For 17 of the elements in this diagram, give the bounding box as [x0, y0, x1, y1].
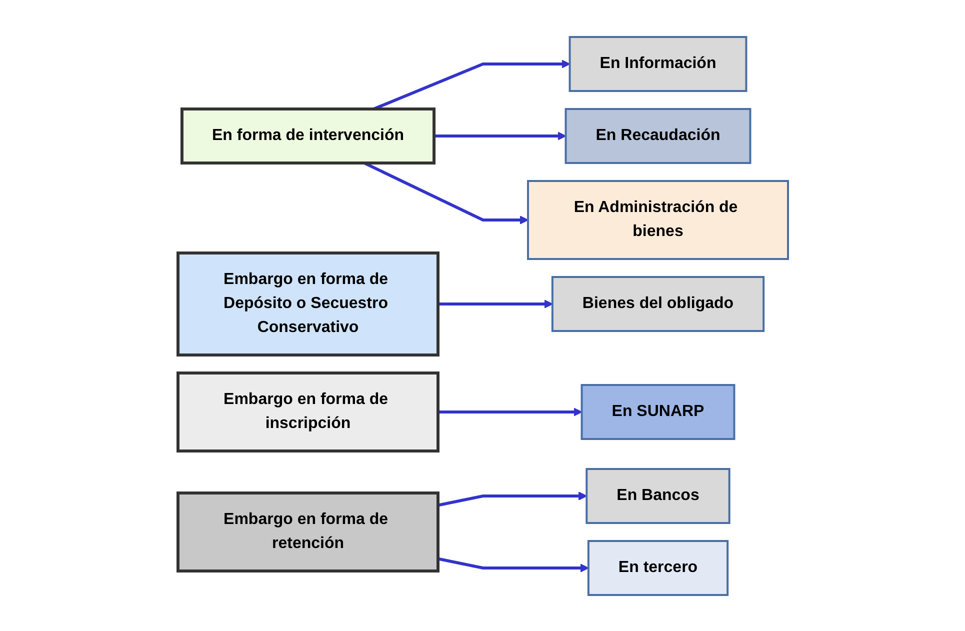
node-box: En Recaudación [564, 108, 751, 164]
node-box: En SUNARP [580, 384, 735, 440]
arrow [437, 491, 587, 506]
node-box: En Bancos [585, 468, 730, 524]
node-box: En tercero [586, 540, 728, 596]
node-box: En Información [568, 36, 747, 92]
node-box: Embargo en forma de Depósito o Secuestro Conservativo [176, 251, 439, 356]
node-box: En Administración de bienes [526, 180, 788, 260]
node-box: Bienes del obligado [550, 276, 764, 332]
arrow [438, 407, 582, 416]
arrow [437, 556, 588, 572]
arrow [434, 131, 566, 140]
node-box: Embargo en forma de inscripción [176, 371, 439, 452]
node-box: Embargo en forma de retención [176, 491, 439, 572]
arrow [372, 59, 570, 110]
node-box: En forma de intervención [180, 107, 436, 164]
arrow [438, 299, 552, 308]
